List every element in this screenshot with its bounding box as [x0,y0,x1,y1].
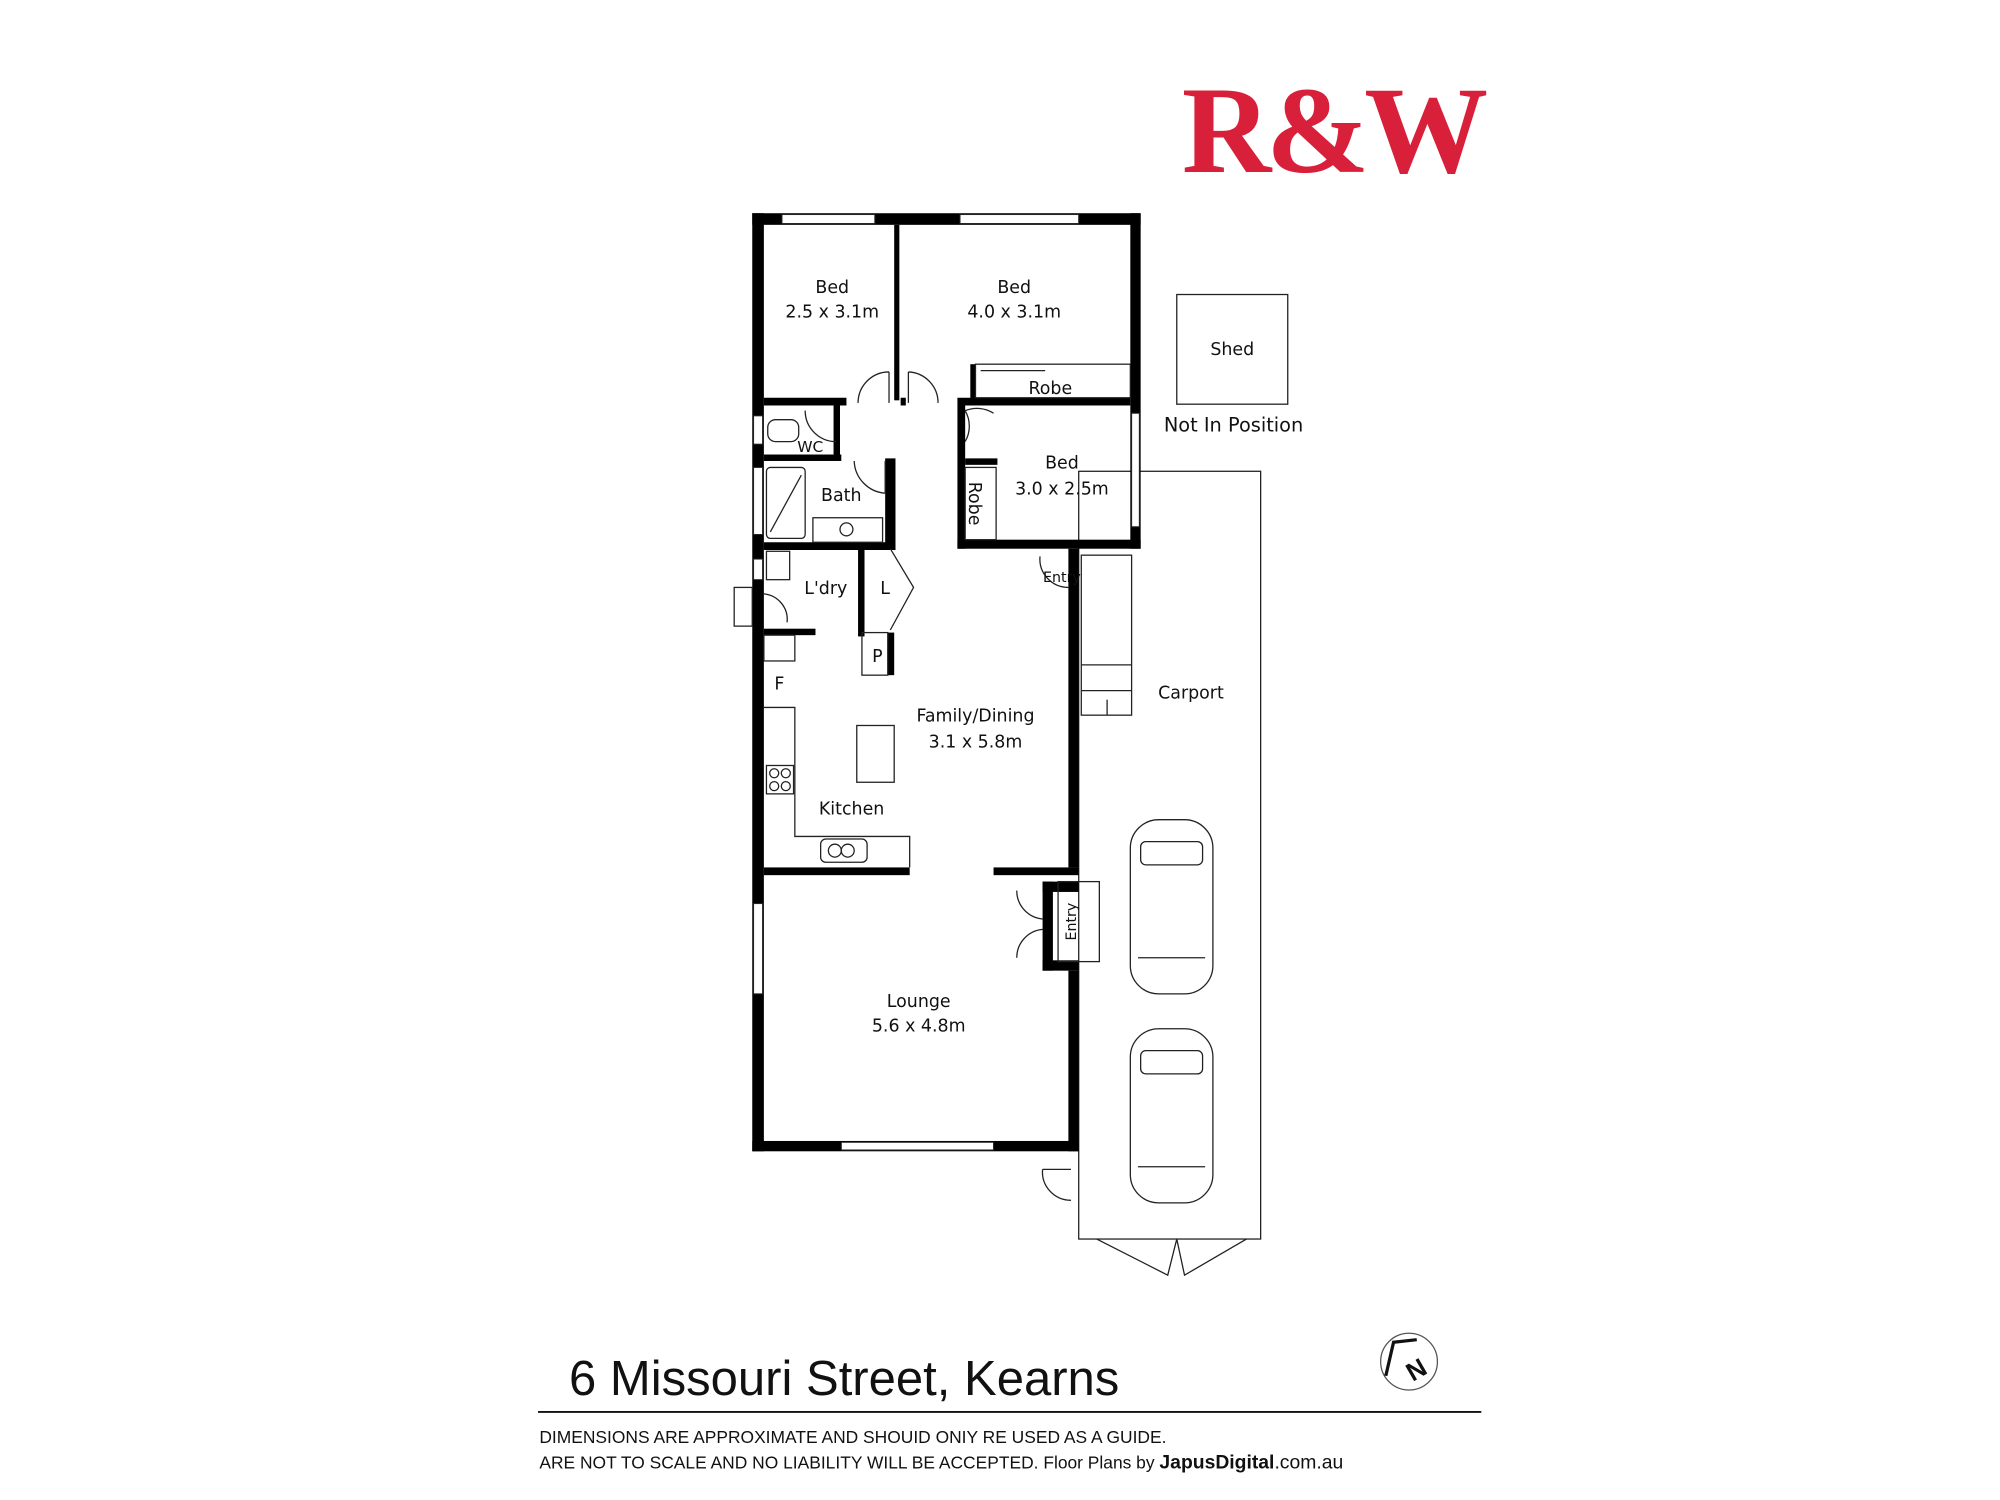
room-name: Family/Dining [916,707,1034,727]
robe-label: Robe [964,482,984,526]
room-size: 2.5 x 3.1m [785,303,879,323]
shed [1176,293,1289,405]
property-address: 6 Missouri Street, Kearns [569,1352,1119,1406]
shed-label: Shed [1210,340,1254,360]
brand-logo: R&W [1182,62,1486,199]
linen-label: L [880,579,890,599]
entry-label: Entry [1064,903,1080,941]
disclaimer-line-2: ARE NOT TO SCALE AND NO LIABILITY WILL B… [539,1452,1343,1474]
disclaimer-line-1: DIMENSIONS ARE APPROXIMATE AND SHOUID ON… [539,1427,1166,1447]
carport [1078,470,1262,1277]
room-name: Bed [1045,454,1079,474]
wc-label: WC [797,438,823,456]
fridge-label: F [774,674,784,694]
room-size: 3.1 x 5.8m [929,732,1023,752]
walls [752,213,1141,1152]
robe-label: Robe [1028,379,1072,399]
pantry-label: P [872,647,883,667]
room-name: Bed [815,278,849,298]
car-icon [1129,819,1214,995]
room-size: 4.0 x 3.1m [967,303,1061,323]
car-icon [1129,1028,1214,1204]
doors-fixtures [733,363,1131,1201]
kitchen-label: Kitchen [819,800,884,820]
room-size: 5.6 x 4.8m [872,1016,966,1036]
room-name: Lounge [887,992,951,1012]
room-name: Bed [997,278,1031,298]
shed-note: Not In Position [1164,413,1303,436]
room-size: 3.0 x 2.5m [1015,480,1109,500]
laundry-label: L'dry [804,579,847,599]
north-arrow-icon: N [1380,1332,1439,1391]
bath-label: Bath [821,486,861,506]
carport-label: Carport [1158,683,1224,703]
entry-label: Entry [1043,570,1081,586]
windows [753,213,1140,1151]
